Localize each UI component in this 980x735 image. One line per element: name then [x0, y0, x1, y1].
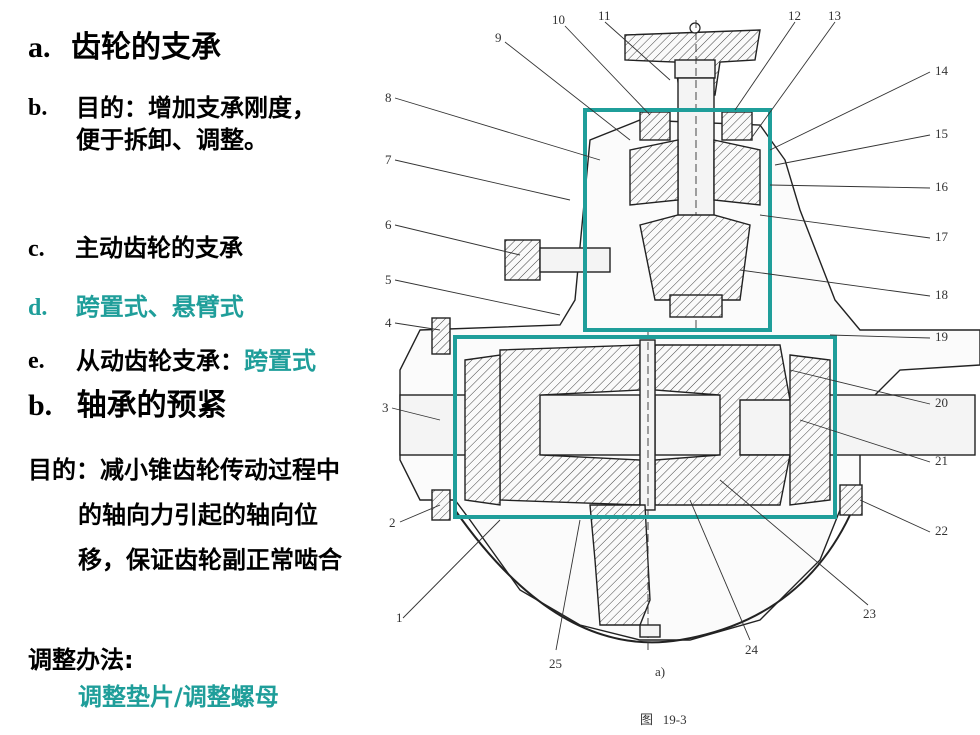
seal-right — [721, 111, 753, 141]
part-label-3: 3 — [382, 400, 389, 415]
overlap-heading-marker: b. — [28, 389, 53, 422]
overlap-heading: b. 轴承的预紧 — [28, 380, 227, 424]
spider-pin — [639, 339, 656, 511]
method-value: 调整垫片/调整螺母 — [78, 683, 279, 711]
part-label-9: 9 — [495, 30, 502, 45]
item-e-marker: e. — [28, 348, 45, 374]
part-label-4: 4 — [385, 315, 392, 330]
part-label-17: 17 — [935, 229, 949, 244]
item-d-marker: d. — [28, 295, 48, 321]
bolt-right-lower — [839, 484, 863, 516]
part-label-5: 5 — [385, 272, 392, 287]
figure-caption: 图 19-3 — [640, 712, 687, 727]
flange-cap — [689, 22, 701, 34]
part-label-22: 22 — [935, 523, 948, 538]
part-label-8: 8 — [385, 90, 392, 105]
item-a-text: 齿轮的支承 — [70, 30, 221, 65]
item-e-text: 从动齿轮支承：跨置式 — [76, 347, 316, 375]
adjust-bolt — [539, 247, 611, 273]
part-label-7: 7 — [385, 152, 392, 167]
item-d-text: 跨置式、悬臂式 — [75, 293, 244, 321]
adjust-nut — [504, 239, 541, 281]
pinion-gear — [639, 214, 751, 301]
highlight-differential — [453, 335, 837, 519]
part-label-15: 15 — [935, 126, 948, 141]
overlap-heading-text: 轴承的预紧 — [76, 388, 227, 423]
highlight-drive-pinion — [583, 108, 772, 332]
part-label-19: 19 — [935, 329, 948, 344]
item-c-marker: c. — [28, 236, 45, 262]
part-label-25: 25 — [549, 656, 562, 671]
part-label-6: 6 — [385, 217, 392, 232]
item-b-text: 目的：增加支承刚度，便于拆卸、调整。 — [76, 94, 316, 154]
side-bearing-left — [464, 354, 501, 506]
item-e: e. 从动齿轮支承：跨置式 — [28, 345, 343, 377]
drain-plug — [639, 624, 661, 638]
seal-left — [639, 111, 671, 141]
part-label-20: 20 — [935, 395, 948, 410]
part-labels: 1 2 3 4 5 6 7 8 9 10 11 12 13 14 15 16 1… — [382, 8, 949, 671]
part-label-12: 12 — [788, 8, 801, 23]
part-label-2: 2 — [389, 515, 396, 530]
part-label-16: 16 — [935, 179, 949, 194]
item-a-marker: a. — [28, 31, 51, 64]
part-label-1: 1 — [396, 610, 403, 625]
item-b: b. 目的：增加支承刚度，便于拆卸、调整。 — [28, 92, 343, 156]
part-label-13: 13 — [828, 8, 841, 23]
part-label-24: 24 — [745, 642, 759, 657]
pinion-bearing-upper-r — [713, 139, 761, 206]
figure-sub-label: a) — [655, 664, 665, 679]
side-bearing-right — [789, 354, 831, 506]
pinion-bearing-upper — [629, 139, 679, 206]
ring-gear — [589, 504, 651, 626]
bolt-left-lower — [431, 489, 451, 521]
housing-bowl — [454, 509, 851, 644]
pinion-pilot-bearing — [669, 294, 723, 318]
purpose-text: 目的：减小锥齿轮传动过程中的轴向力引起的轴向位移，保证齿轮副正常啮合 — [28, 456, 342, 574]
part-label-21: 21 — [935, 453, 948, 468]
part-label-23: 23 — [863, 606, 876, 621]
bolt-left-upper — [431, 317, 451, 355]
item-d: d. 跨置式、悬臂式 — [28, 287, 244, 322]
part-label-11: 11 — [598, 8, 611, 23]
final-drive-diagram: 1 2 3 4 5 6 7 8 9 10 11 12 13 14 15 16 1… — [382, 8, 980, 727]
flange-nut — [674, 59, 716, 79]
part-label-10: 10 — [552, 12, 565, 27]
item-b-marker: b. — [28, 95, 48, 121]
method-label: 调整办法: — [28, 646, 134, 674]
part-label-14: 14 — [935, 63, 949, 78]
part-label-18: 18 — [935, 287, 948, 302]
item-c: c. 主动齿轮的支承 — [28, 228, 243, 263]
item-c-text: 主动齿轮的支承 — [75, 234, 244, 262]
item-a: a. 齿轮的支承 — [28, 22, 221, 66]
